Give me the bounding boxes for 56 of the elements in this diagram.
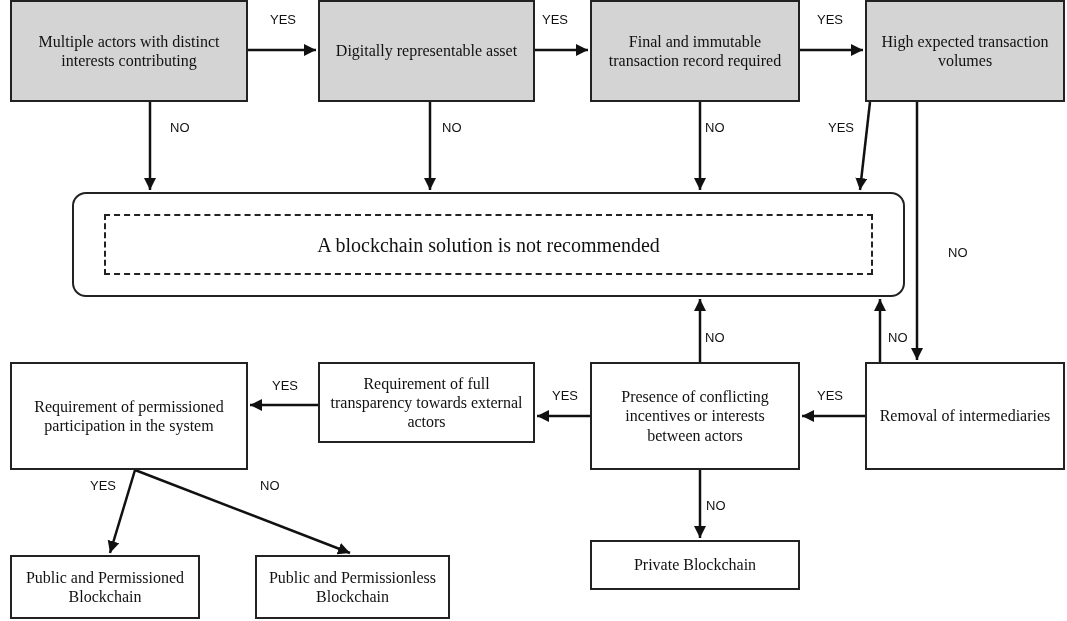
arrow <box>250 399 318 411</box>
box-text: Public and Permissioned Blockchain <box>24 567 186 607</box>
edge-label: YES <box>88 478 118 493</box>
arrow <box>107 469 137 554</box>
arrow <box>911 102 923 360</box>
box-text: Digitally representable asset <box>335 41 518 61</box>
arrow <box>874 299 886 362</box>
box-text: Private Blockchain <box>633 555 757 575</box>
box-text: A blockchain solution is not recommended <box>317 232 660 257</box>
box-text: Public and Permissionless Blockchain <box>267 567 438 607</box>
box-text: Requirement of full transparency towards external actors <box>329 373 524 432</box>
process-box <box>590 0 800 102</box>
process-box <box>865 0 1065 102</box>
rounded-box <box>72 192 905 297</box>
edge-label: YES <box>270 378 300 393</box>
box-text: Requirement of permissioned participation in the system <box>33 396 225 436</box>
edge-label: NO <box>703 330 727 345</box>
arrow <box>694 102 706 190</box>
arrow <box>248 44 316 56</box>
arrow <box>144 102 156 190</box>
edge-label: NO <box>886 330 910 345</box>
box-text: Removal of intermediaries <box>879 406 1051 426</box>
process-box <box>318 362 535 443</box>
edge-label: NO <box>704 498 728 513</box>
edge-label: YES <box>540 12 570 27</box>
arrow <box>537 410 590 422</box>
process-box <box>10 362 248 470</box>
edge-label: YES <box>826 120 856 135</box>
arrow <box>694 299 706 362</box>
arrow <box>535 44 588 56</box>
arrow <box>855 101 872 191</box>
process-box <box>590 362 800 470</box>
box-text: Presence of conflicting incentives or interests between actors <box>620 387 770 445</box>
arrow <box>424 102 436 190</box>
edge-label: YES <box>550 388 580 403</box>
process-box <box>10 0 248 102</box>
edge-label: NO <box>258 478 282 493</box>
process-box <box>255 555 450 619</box>
arrow <box>694 470 706 538</box>
edge-label: NO <box>440 120 464 135</box>
edge-label: YES <box>815 388 845 403</box>
arrow <box>134 468 351 555</box>
arrow <box>800 44 863 56</box>
edge-label: NO <box>168 120 192 135</box>
box-text: Multiple actors with distinct interests contributing <box>37 31 221 71</box>
edge-label: NO <box>946 245 970 260</box>
box-text: High expected transaction volumes <box>880 31 1050 71</box>
process-box <box>865 362 1065 470</box>
arrow <box>802 410 865 422</box>
process-box <box>318 0 535 102</box>
process-box <box>590 540 800 590</box>
box-text: Final and immutable transaction record required <box>607 31 783 71</box>
edge-label: NO <box>703 120 727 135</box>
process-box <box>10 555 200 619</box>
edge-label: YES <box>268 12 298 27</box>
edge-label: YES <box>815 12 845 27</box>
